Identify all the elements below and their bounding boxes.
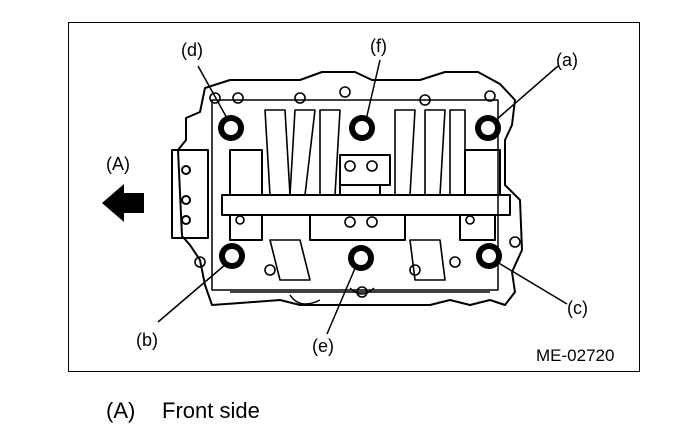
figure-frame <box>68 22 640 372</box>
figure-code: ME-02720 <box>536 346 614 365</box>
camshaft-bracket <box>221 194 511 216</box>
head-outline <box>177 71 523 306</box>
legend: (A) Front side <box>106 398 260 424</box>
bolt-a <box>475 115 501 141</box>
front-arrow-icon <box>102 184 144 222</box>
leader-lines <box>157 59 568 335</box>
direction-label: (A) <box>106 154 130 174</box>
head-bolts <box>218 115 502 271</box>
bolt-f <box>349 115 375 141</box>
legend-text: Front side <box>162 398 260 423</box>
inner-frame <box>211 99 499 291</box>
flange-plate <box>171 149 209 239</box>
bolt-b <box>219 243 245 269</box>
label-a: (a) <box>556 50 578 70</box>
small-bolts <box>194 86 521 298</box>
bolt-c <box>476 243 502 269</box>
label-d: (d) <box>181 40 203 60</box>
label-c: (c) <box>567 298 588 318</box>
label-f: (f) <box>370 36 387 56</box>
label-e: (e) <box>312 336 334 356</box>
bolt-e <box>348 245 374 271</box>
bolt-d <box>218 115 244 141</box>
legend-key: (A) <box>106 398 136 423</box>
label-b: (b) <box>136 330 158 350</box>
